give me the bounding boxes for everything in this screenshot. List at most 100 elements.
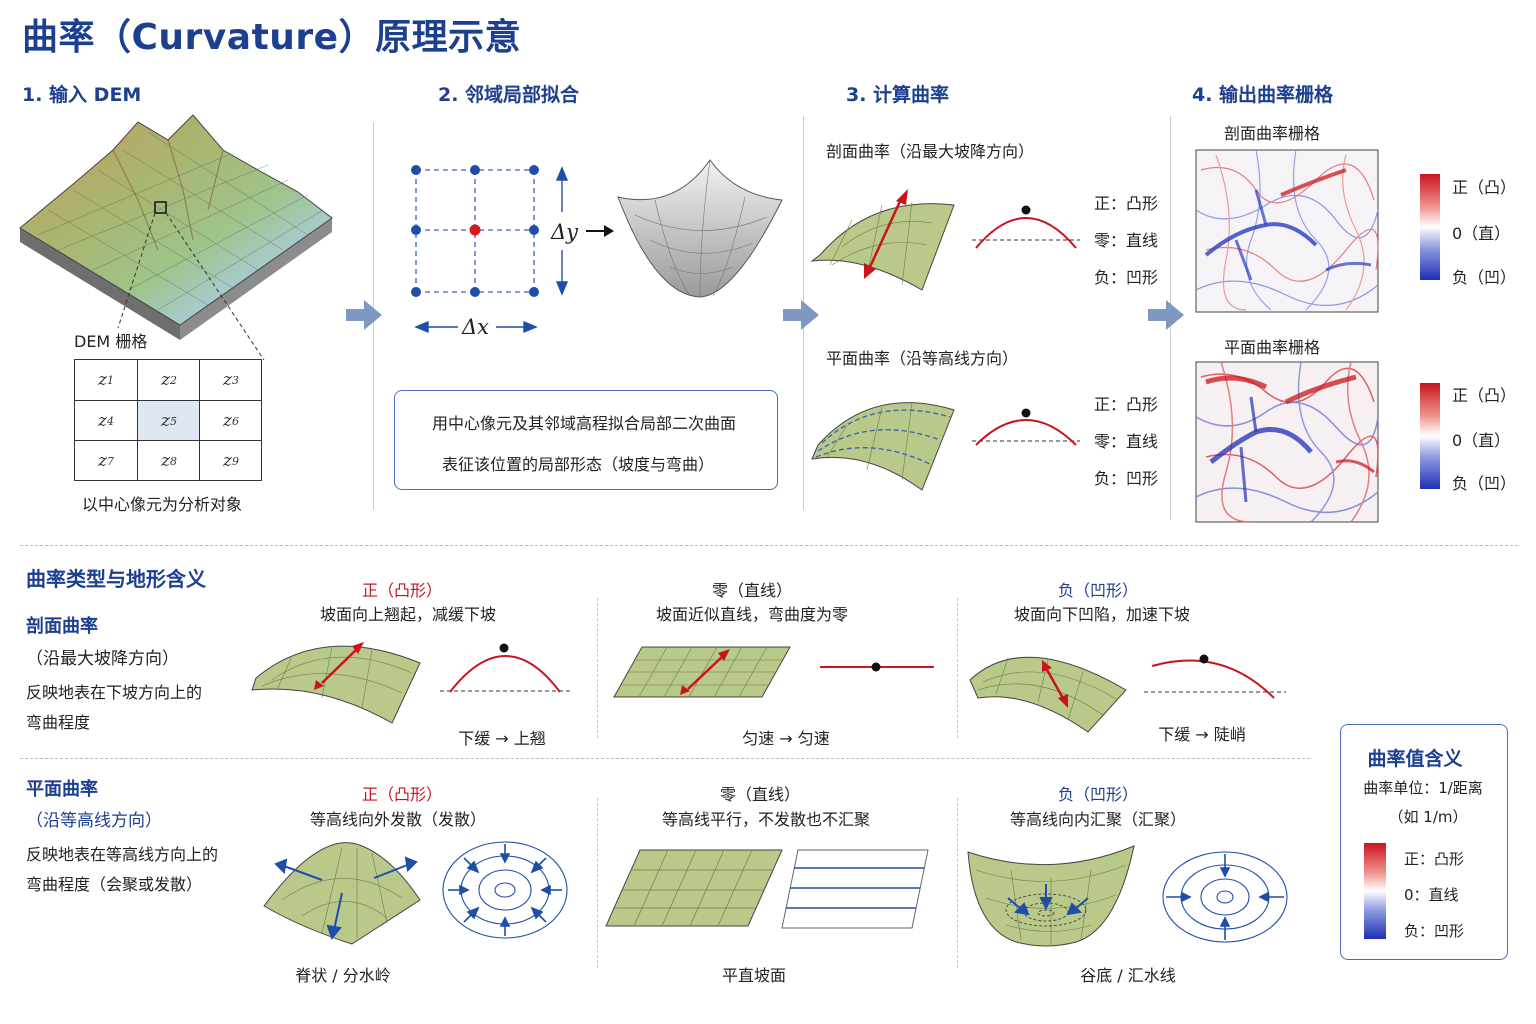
profile-curvature-raster [1195, 149, 1379, 313]
page-title: 曲率（Curvature）原理示意 [22, 17, 522, 58]
convex-arc-icon [972, 408, 1080, 446]
profile-row-desc1: 反映地表在下坡方向上的 [26, 683, 203, 702]
legend-pos-label: 正（凸） [1452, 178, 1517, 197]
quadratic-surface [617, 159, 783, 298]
convergent-contours-icon [1162, 851, 1288, 943]
plan-row-desc1: 反映地表在等高线方向上的 [26, 845, 219, 864]
curvature-legend-box [1340, 724, 1508, 960]
plan-zero-caption: 平直坡面 [721, 966, 787, 985]
ridge-surface-icon [263, 842, 421, 945]
dem-grid-label: DEM 栅格 [74, 332, 148, 351]
convex-arc-icon [972, 205, 1080, 249]
divergent-contours-icon [442, 841, 568, 939]
arrow-right-icon [586, 225, 614, 237]
profile-zero-title: 零（直线） [711, 581, 793, 600]
profile-curv-title: 剖面曲率（沿最大坡降方向） [826, 142, 1035, 161]
colorbar [1420, 174, 1440, 280]
profile-pos-desc: 坡面向上翘起，减缓下坡 [319, 605, 497, 624]
compute-neg-label: 负：凹形 [1094, 268, 1159, 287]
plan-raster-title: 平面曲率栅格 [1224, 338, 1321, 357]
profile-zero-caption: 匀速 → 匀速 [742, 729, 830, 748]
legend-colorbar [1364, 843, 1386, 939]
legend-pos-label: 正（凸） [1452, 386, 1517, 405]
profile-neg-caption: 下缓 → 陡峭 [1158, 725, 1246, 744]
divider [597, 798, 598, 968]
plan-neg-title: 负（凹形） [1057, 785, 1139, 804]
plan-curv-title: 平面曲率（沿等高线方向） [826, 349, 1019, 368]
legend-neg-label: 负（凹） [1452, 474, 1517, 493]
divider [957, 598, 958, 738]
parallel-contours-icon [781, 849, 929, 929]
legend-zero-label: 0（直） [1452, 431, 1511, 450]
compute-neg-label: 负：凹形 [1094, 469, 1159, 488]
legend-unit-example: （如 1/m） [1388, 808, 1468, 826]
profile-row-desc2: 弯曲程度 [26, 713, 91, 732]
flow-arrow-icon [1148, 300, 1184, 330]
legend-zero-label: 0（直） [1452, 224, 1511, 243]
fit-note-line2: 表征该位置的局部形态（坡度与弯曲） [441, 455, 715, 474]
concave-slope-icon [969, 656, 1127, 733]
planar-slope-icon [605, 849, 783, 927]
types-heading: 曲率类型与地形含义 [26, 567, 206, 591]
plan-zero-title: 零（直线） [719, 785, 801, 804]
plan-row-title: 平面曲率 [26, 779, 98, 800]
compute-pos-label: 正：凸形 [1094, 395, 1159, 414]
compute-zero-label: 零：直线 [1094, 432, 1159, 451]
profile-neg-title: 负（凹形） [1057, 581, 1139, 600]
convex-slope-icon [251, 642, 421, 724]
planar-slope-icon [613, 646, 791, 698]
profile-surface-icon [810, 189, 955, 291]
flow-arrow-icon [783, 300, 819, 330]
section-divider [20, 545, 1518, 546]
convex-arc-icon [440, 643, 572, 693]
delta-y-label: Δy [551, 220, 579, 244]
profile-raster-title: 剖面曲率栅格 [1224, 124, 1321, 143]
row-divider [20, 758, 1310, 759]
concave-arc-icon [1144, 654, 1286, 699]
legend-pos: 正：凸形 [1404, 850, 1465, 868]
plan-surface-icon [811, 402, 955, 491]
plan-pos-caption: 脊状 / 分水岭 [295, 966, 391, 985]
plan-row-desc2: 弯曲程度（会聚或发散） [26, 875, 203, 894]
plan-zero-desc: 等高线平行，不发散也不汇聚 [661, 810, 871, 829]
straight-line-icon [820, 662, 934, 672]
plan-pos-title: 正（凸形） [361, 785, 443, 804]
dem-terrain-block [19, 114, 333, 361]
plan-curvature-raster [1195, 361, 1379, 523]
legend-zero: 0：直线 [1404, 886, 1459, 904]
plan-neg-desc: 等高线向内汇聚（汇聚） [1009, 810, 1187, 829]
dem-caption: 以中心像元为分析对象 [82, 495, 243, 514]
profile-zero-desc: 坡面近似直线，弯曲度为零 [655, 605, 849, 624]
colorbar [1420, 383, 1440, 489]
plan-row-dir: （沿等高线方向） [26, 811, 162, 831]
plan-neg-caption: 谷底 / 汇水线 [1080, 966, 1176, 985]
legend-title: 曲率值含义 [1367, 748, 1463, 770]
legend-neg-label: 负（凹） [1452, 268, 1517, 287]
neighborhood-grid [411, 165, 569, 334]
divider [597, 598, 598, 738]
valley-surface-icon [967, 845, 1135, 947]
step4-heading: 4. 输出曲率栅格 [1192, 84, 1334, 106]
divider [957, 798, 958, 968]
profile-pos-caption: 下缓 → 上翘 [458, 729, 546, 748]
legend-unit: 曲率单位：1/距离 [1363, 779, 1483, 797]
step1-heading: 1. 输入 DEM [22, 84, 142, 106]
step3-heading: 3. 计算曲率 [846, 84, 950, 106]
fit-note-box [394, 390, 778, 490]
plan-pos-desc: 等高线向外发散（发散） [309, 810, 487, 829]
profile-row-dir: （沿最大坡降方向） [26, 649, 179, 669]
step2-heading: 2. 邻域局部拟合 [438, 84, 580, 106]
profile-row-title: 剖面曲率 [26, 616, 98, 637]
compute-pos-label: 正：凸形 [1094, 194, 1159, 213]
flow-arrow-icon [346, 300, 382, 330]
profile-neg-desc: 坡面向下凹陷，加速下坡 [1013, 605, 1191, 624]
